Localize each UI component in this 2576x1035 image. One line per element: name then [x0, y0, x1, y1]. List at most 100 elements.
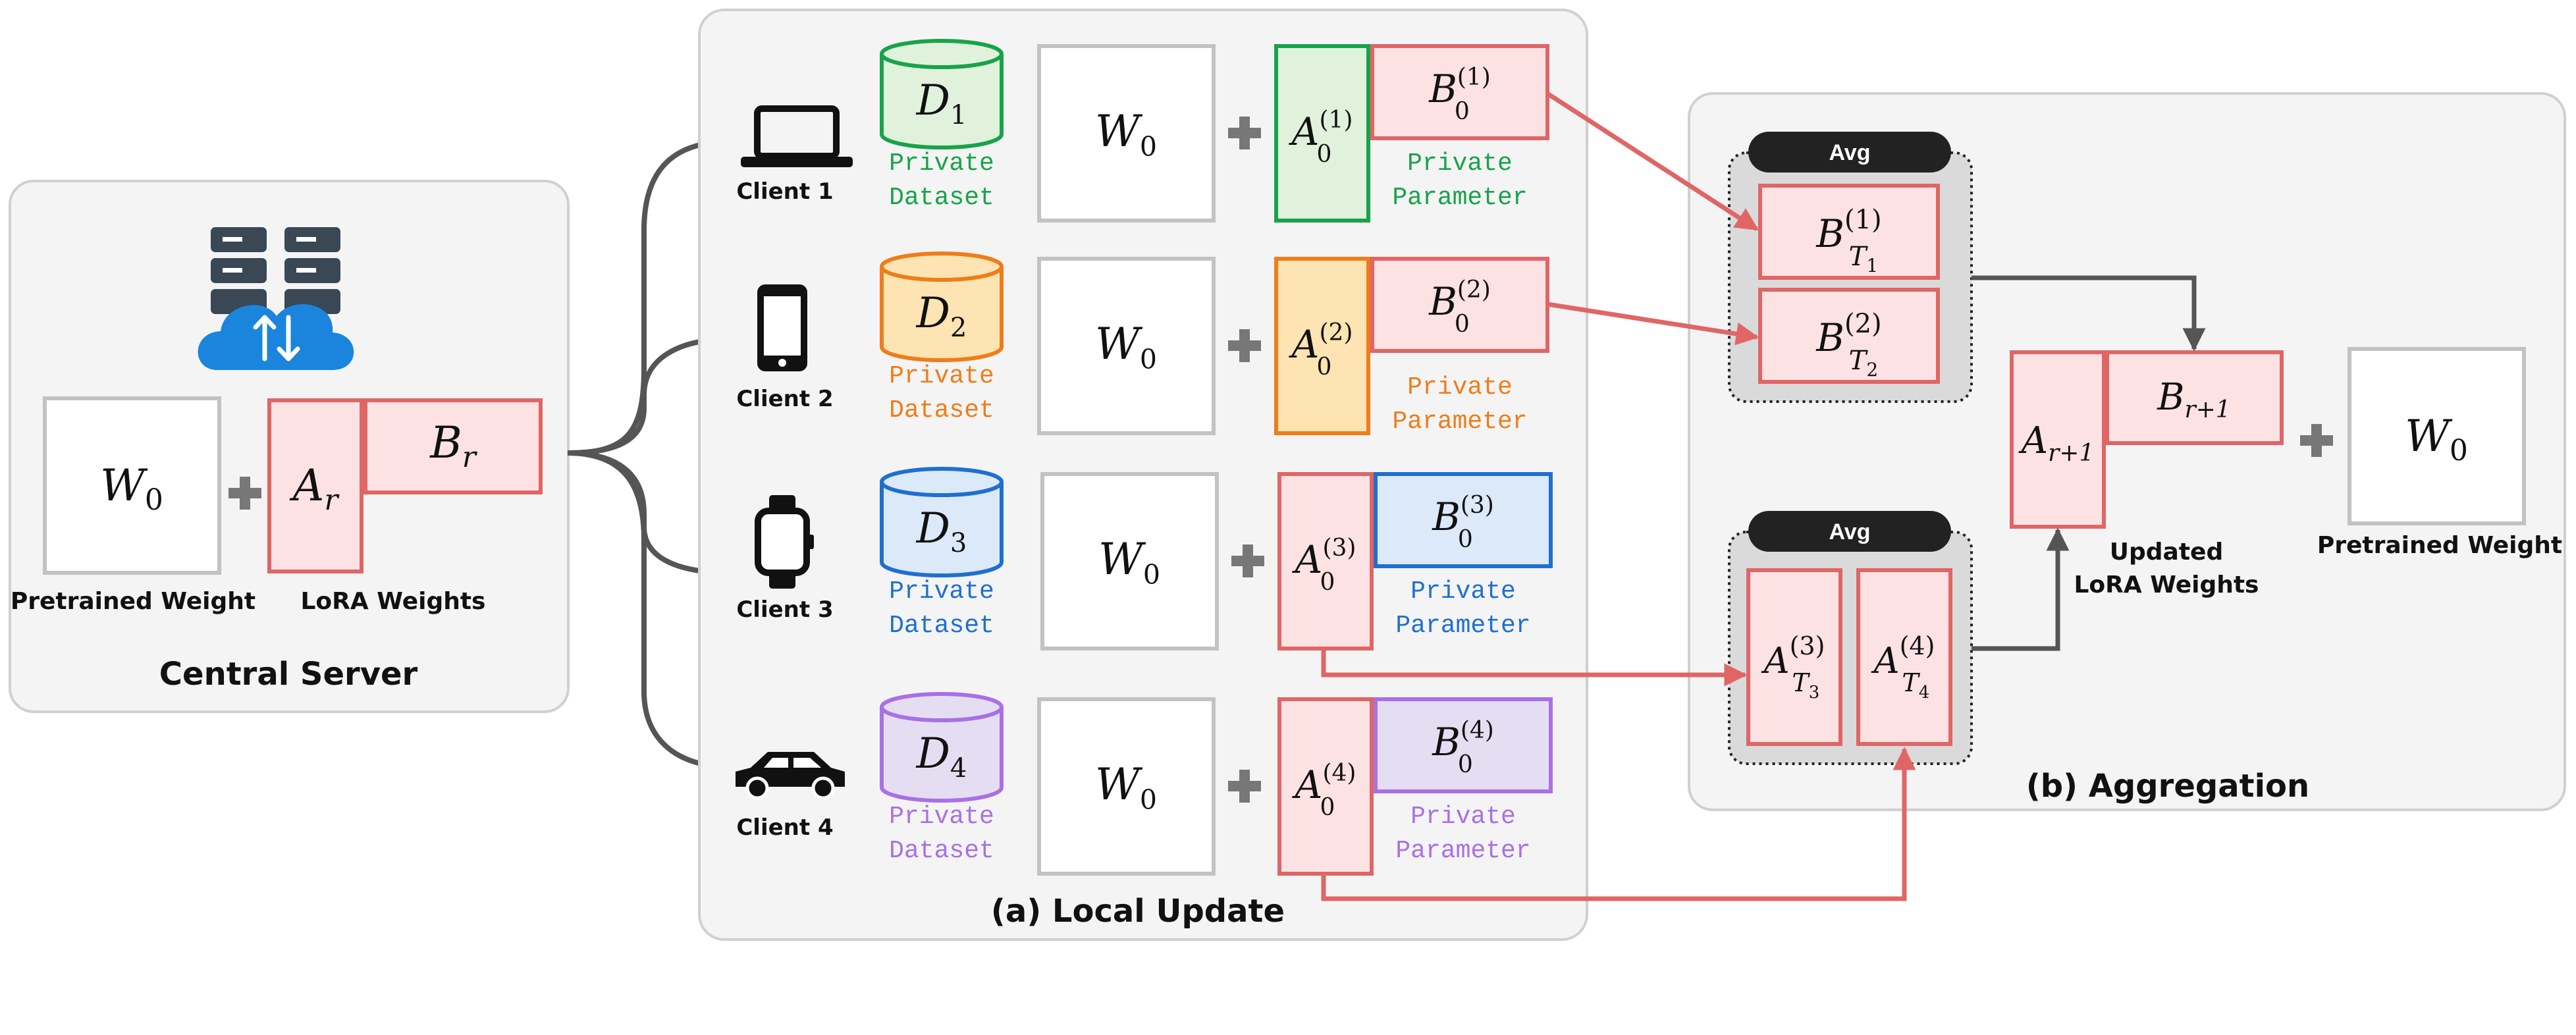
server-cloud-icon: [198, 227, 354, 370]
local-b-symbol: B(3)0: [1432, 492, 1494, 553]
local-b-symbol: B(1)0: [1428, 64, 1491, 125]
dataset-symbol: D3: [916, 504, 967, 558]
param-caption-line2: Parameter: [1392, 408, 1527, 436]
local-b-symbol: B(2)0: [1428, 277, 1491, 338]
param-caption-line1: Private: [1410, 803, 1516, 831]
agg-pretrained-box: [2348, 347, 2526, 525]
local-b-symbol: B(4)0: [1432, 717, 1494, 778]
dataset-symbol: D4: [916, 730, 967, 783]
local-a-symbol: A(1)0: [1289, 107, 1353, 168]
central-lora-a-box: [267, 398, 363, 573]
central-pretrained-label: Pretrained Weight: [11, 588, 255, 615]
smartwatch-icon: [755, 495, 814, 589]
plus-icon: [1228, 329, 1261, 362]
client-name: Client 2: [736, 386, 833, 412]
local-a-box: [1274, 44, 1370, 223]
local-pretrained-box: [1037, 697, 1216, 876]
updated-b-symbol: Br+1: [2157, 376, 2230, 423]
agg-b1-box: [1758, 184, 1940, 280]
central-b-symbol: Br: [429, 417, 478, 474]
central-a-symbol: Ar: [289, 460, 340, 517]
agg-a3-symbol: A(3)T3: [1761, 631, 1825, 703]
param-caption-line2: Parameter: [1395, 612, 1530, 640]
agg-a4-box: [1856, 568, 1952, 746]
client-name: Client 3: [736, 597, 833, 623]
pretrained-weight-box: [43, 396, 221, 575]
avg-label-bottom: Avg: [1829, 519, 1871, 544]
upload-arrows: [1321, 92, 1916, 901]
local-b-box: [1374, 472, 1553, 568]
plus-icon: [2300, 424, 2333, 457]
agg-a3-box: [1746, 568, 1842, 746]
central-lora-label: LoRA Weights: [300, 588, 485, 615]
laptop-icon: [741, 105, 853, 167]
client-name: Client 4: [736, 814, 833, 841]
plus-icon: [1228, 770, 1261, 803]
dataset-caption-line1: Private: [889, 149, 994, 178]
param-caption-line2: Parameter: [1392, 184, 1527, 212]
param-caption-line1: Private: [1410, 577, 1516, 606]
dataset-caption-line1: Private: [889, 362, 994, 390]
local-b-box: [1374, 697, 1553, 793]
agg-b2-box: [1758, 288, 1940, 384]
agg-pretrained-label: Pretrained Weight: [2317, 532, 2562, 559]
dataset-cylinder-icon: [880, 252, 1004, 362]
dataset-cylinder-icon: [880, 467, 1004, 577]
param-caption-line1: Private: [1407, 149, 1513, 178]
client-name: Client 1: [736, 178, 833, 205]
avg-label-top: Avg: [1829, 140, 1871, 165]
local-w-symbol: W0: [1095, 319, 1157, 375]
dataset-caption-line2: Dataset: [889, 837, 994, 865]
aggregation-title: (b) Aggregation: [2026, 768, 2309, 805]
dataset-caption-line2: Dataset: [889, 184, 994, 212]
central-server-panel: W0 Ar Br Pretrained Weight LoRA Weights …: [9, 180, 570, 713]
updated-a-box: [2010, 350, 2106, 529]
aggregation-panel: (b) Aggregation Avg B(1)T1 B(2)T2 Avg A(…: [1688, 92, 2566, 811]
dataset-cylinder-icon: [880, 692, 1004, 803]
smartphone-icon: [757, 284, 807, 371]
dataset-symbol: D1: [916, 76, 967, 130]
local-a-box: [1277, 697, 1374, 876]
local-a-symbol: A(2)0: [1289, 319, 1353, 381]
local-update-title: (a) Local Update: [991, 893, 1285, 930]
updated-b-box: [2105, 350, 2284, 445]
dataset-symbol: D2: [916, 289, 967, 343]
dataset-caption-line2: Dataset: [889, 396, 994, 425]
dataset-caption-line2: Dataset: [889, 612, 994, 640]
agg-a4-symbol: A(4)T4: [1871, 631, 1935, 703]
local-w-symbol: W0: [1095, 759, 1157, 816]
plus-icon: [1231, 544, 1264, 577]
avg-badge-bottom: [1748, 511, 1951, 552]
central-w-symbol: W0: [100, 460, 163, 517]
local-pretrained-box: [1037, 44, 1216, 223]
local-w-symbol: W0: [1098, 534, 1160, 591]
agg-b2-symbol: B(2)T2: [1815, 309, 1881, 381]
central-lora-b-box: [363, 398, 543, 494]
updated-line1: Updated: [2110, 539, 2223, 566]
param-caption-line2: Parameter: [1395, 837, 1530, 865]
local-a-box: [1274, 257, 1370, 435]
avg-b-to-updated-arrow: [1972, 275, 2206, 352]
agg-b1-symbol: B(1)T1: [1815, 205, 1881, 277]
updated-a-symbol: Ar+1: [2018, 419, 2095, 467]
local-a-symbol: A(4)0: [1292, 760, 1356, 821]
local-b-box: [1370, 44, 1549, 140]
avg-a-to-updated-arrow: [1972, 527, 2070, 651]
local-b-box: [1370, 257, 1549, 353]
updated-line2: LoRA Weights: [2074, 571, 2259, 598]
central-server-title: Central Server: [159, 656, 418, 693]
agg-w-symbol: W0: [2405, 411, 2468, 467]
local-w-symbol: W0: [1095, 106, 1157, 163]
local-a-symbol: A(3)0: [1292, 535, 1356, 596]
dataset-caption-line1: Private: [889, 803, 994, 831]
dataset-caption-line1: Private: [889, 577, 994, 606]
avg-badge-top: [1748, 132, 1951, 172]
dataset-cylinder-icon: [880, 39, 1004, 149]
plus-icon: [228, 477, 261, 510]
car-icon: [736, 752, 845, 800]
param-caption-line1: Private: [1407, 373, 1513, 402]
